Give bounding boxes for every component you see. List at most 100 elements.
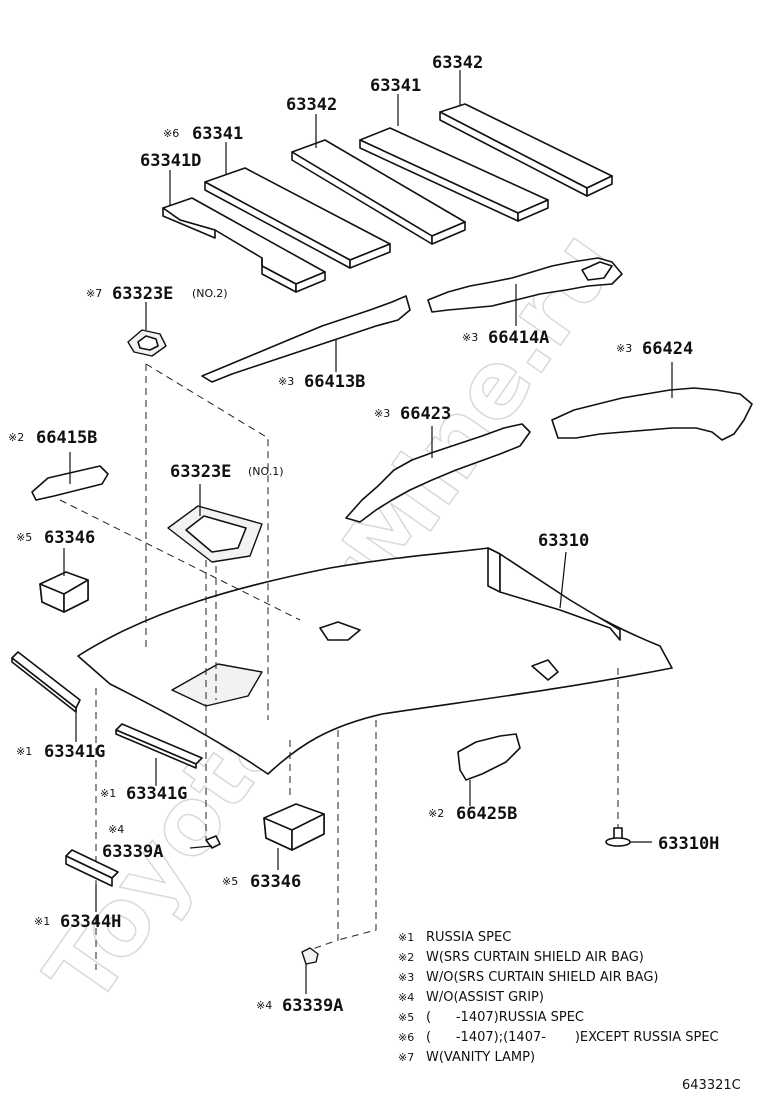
svg-text:※1: ※1 [100, 787, 116, 800]
svg-text:63310H: 63310H [658, 834, 719, 854]
svg-text:※1: ※1 [34, 915, 50, 928]
svg-text:※5: ※5 [16, 531, 32, 544]
svg-text:※3: ※3 [398, 971, 414, 984]
silencer-pad-63342-center[interactable] [291, 139, 466, 245]
svg-text:※2: ※2 [398, 951, 414, 964]
svg-text:63346: 63346 [44, 528, 95, 548]
svg-text:※3: ※3 [278, 375, 294, 388]
legend-item: ※1 RUSSIA SPEC [398, 930, 511, 945]
reference-code: 643321C [682, 1078, 741, 1093]
sunvisor-holder-63346-lower[interactable] [263, 803, 325, 851]
part-label-66413B: ※3 66413B [278, 372, 365, 392]
svg-text:RUSSIA SPEC: RUSSIA SPEC [426, 930, 511, 945]
energy-pad-66424[interactable] [551, 387, 753, 441]
svg-text:63346: 63346 [250, 872, 301, 892]
svg-text:(NO.2): (NO.2) [192, 287, 228, 300]
trim-strip-63341G-left[interactable] [11, 651, 81, 713]
svg-text:※7: ※7 [398, 1051, 414, 1064]
part-label-63341-center-right: 63341 [370, 76, 421, 96]
svg-text:※6: ※6 [163, 127, 179, 140]
legend-item: ※7 W(VANITY LAMP) [398, 1050, 535, 1065]
legend-item: ※6 ( -1407);(1407- )EXCEPT RUSSIA SPEC [398, 1030, 719, 1045]
svg-text:63323E: 63323E [170, 462, 231, 482]
assembly-line [145, 363, 269, 720]
part-label-66415B: ※2 66415B [8, 428, 97, 448]
headlining-63310[interactable] [77, 547, 673, 775]
assembly-line [303, 730, 339, 953]
part-label-66423: ※3 66423 [374, 404, 451, 424]
svg-text:※1: ※1 [16, 745, 32, 758]
legend: ※1 RUSSIA SPEC ※2 W(SRS CURTAIN SHIELD A… [398, 930, 719, 1065]
svg-text:63342: 63342 [286, 95, 337, 115]
legend-item: ※4 W/O(ASSIST GRIP) [398, 990, 544, 1005]
trim-strip-63344H[interactable] [65, 849, 119, 887]
leader-lines [63, 70, 673, 994]
part-label-63342-center: 63342 [286, 95, 337, 115]
svg-text:(NO.1): (NO.1) [248, 465, 284, 478]
part-label-66414A: ※3 66414A [462, 328, 549, 348]
clip-63310H[interactable] [605, 827, 631, 847]
svg-text:W/O(ASSIST GRIP): W/O(ASSIST GRIP) [426, 990, 544, 1005]
part-label-66424: ※3 66424 [616, 339, 693, 359]
svg-text:※2: ※2 [8, 431, 24, 444]
svg-text:66423: 66423 [400, 404, 451, 424]
svg-text:※4: ※4 [108, 823, 124, 836]
airbag-bracket-66425B[interactable] [457, 733, 521, 781]
clip-63339A-lower[interactable] [301, 947, 319, 965]
svg-text:※4: ※4 [398, 991, 414, 1004]
svg-text:W(VANITY LAMP): W(VANITY LAMP) [426, 1050, 535, 1065]
vanity-lamp-base-no2[interactable] [127, 329, 167, 357]
svg-text:63341: 63341 [370, 76, 421, 96]
svg-text:63323E: 63323E [112, 284, 173, 304]
svg-text:※3: ※3 [462, 331, 478, 344]
svg-text:66424: 66424 [642, 339, 693, 359]
svg-text:※2: ※2 [428, 807, 444, 820]
silencer-pad-63341D[interactable] [162, 197, 326, 293]
svg-text:66414A: 66414A [488, 328, 549, 348]
energy-pad-66414A[interactable] [427, 257, 623, 313]
silencer-pad-63342-right[interactable] [439, 103, 613, 197]
clip-63339A-upper[interactable] [205, 835, 221, 849]
silencer-pad-63341-center-right[interactable] [359, 127, 549, 222]
svg-text:66415B: 66415B [36, 428, 97, 448]
svg-text:※7: ※7 [86, 287, 102, 300]
part-label-63310: 63310 [538, 531, 589, 551]
part-label-63323E-no2: ※7 63323E (NO.2) [86, 284, 228, 304]
part-label-63341D: 63341D [140, 151, 201, 171]
part-label-63339A-upper: ※4 63339A [102, 823, 163, 862]
vanity-lamp-base-no1[interactable] [167, 505, 263, 563]
trim-strip-63341G-center[interactable] [115, 723, 203, 769]
svg-text:63339A: 63339A [102, 842, 163, 862]
assembly-line [337, 720, 377, 941]
sunvisor-holder-63346-upper[interactable] [39, 571, 89, 613]
svg-text:※3: ※3 [616, 342, 632, 355]
svg-text:63339A: 63339A [282, 996, 343, 1016]
part-label-63339A-lower: ※4 63339A [256, 996, 343, 1016]
svg-text:※4: ※4 [256, 999, 272, 1012]
part-label-63310H: 63310H [658, 834, 719, 854]
assembly-line [59, 499, 301, 621]
svg-text:63341: 63341 [192, 124, 243, 144]
svg-text:63342: 63342 [432, 53, 483, 73]
svg-text:( -1407);(1407- )EX: ( -1407);(1407- )EXCEPT RUSSIA SPEC [426, 1030, 719, 1045]
svg-text:※1: ※1 [398, 931, 414, 944]
part-label-66425B: ※2 66425B [428, 804, 517, 824]
svg-text:63341G: 63341G [44, 742, 105, 762]
svg-text:※3: ※3 [374, 407, 390, 420]
svg-text:※5: ※5 [222, 875, 238, 888]
svg-text:66413B: 66413B [304, 372, 365, 392]
part-label-63341G-center: ※1 63341G [100, 784, 187, 804]
part-label-63341-note6: ※6 63341 [163, 124, 243, 144]
svg-text:66425B: 66425B [456, 804, 517, 824]
legend-item: ※5 ( -1407)RUSSIA SPEC [398, 1010, 584, 1025]
energy-pad-66423[interactable] [345, 423, 531, 523]
part-label-63323E-no1: 63323E (NO.1) [170, 462, 284, 482]
svg-text:W(SRS CURTAIN SHIELD AIR BAG): W(SRS CURTAIN SHIELD AIR BAG) [426, 950, 644, 965]
part-label-63346-lower: ※5 63346 [222, 872, 301, 892]
silencer-pad-63341-left[interactable] [204, 167, 391, 269]
part-label-63341G-left: ※1 63341G [16, 742, 105, 762]
svg-text:63310: 63310 [538, 531, 589, 551]
energy-pad-66413B[interactable] [201, 295, 411, 383]
svg-text:63344H: 63344H [60, 912, 121, 932]
